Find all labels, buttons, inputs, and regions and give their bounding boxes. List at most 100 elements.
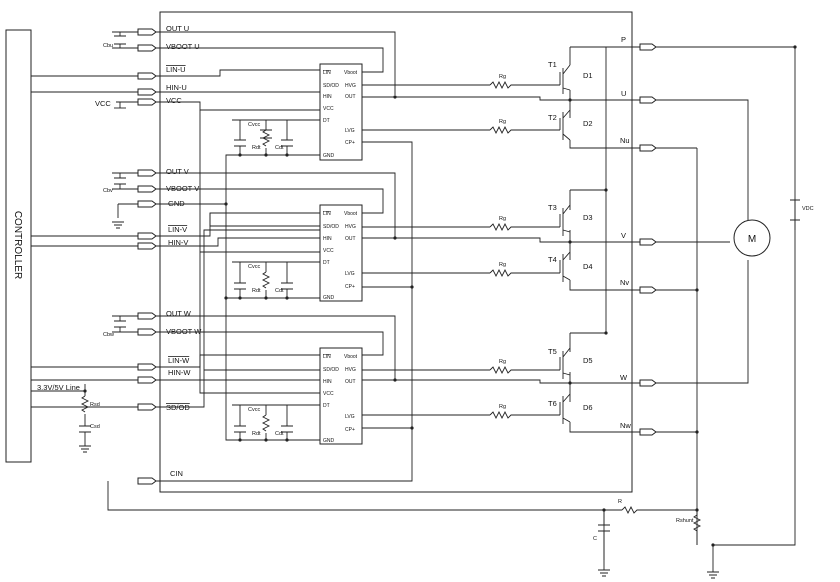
signal-gnd: GND bbox=[168, 199, 185, 208]
svg-text:LIN: LIN bbox=[323, 211, 331, 217]
label-cvcc-u: Cvcc bbox=[248, 122, 260, 128]
label-rg-4: Rg bbox=[499, 262, 506, 268]
connector-out-v bbox=[137, 169, 157, 177]
connector-lin-u bbox=[137, 72, 157, 80]
label-d1: D1 bbox=[583, 71, 593, 80]
svg-text:HIN: HIN bbox=[323, 94, 332, 100]
label-rdt-u: Rdt bbox=[252, 145, 261, 151]
label-vdc: VDC bbox=[802, 206, 814, 212]
gate-driver-w: LIN SD/OD HIN VCC DT GND Vboot HVG OUT L… bbox=[319, 347, 363, 445]
controller-block bbox=[5, 29, 32, 463]
svg-text:SD/OD: SD/OD bbox=[323, 224, 339, 230]
gate-driver-u: LIN SD/OD HIN VCC DT GND Vboot HVG OUT L… bbox=[319, 63, 363, 161]
label-cdt-u: Cdt bbox=[275, 145, 284, 151]
pin-w: W bbox=[620, 373, 628, 382]
connector-gnd bbox=[137, 200, 157, 208]
svg-text:OUT: OUT bbox=[345, 379, 356, 385]
connector-vcc bbox=[137, 98, 157, 106]
pin-p: P bbox=[621, 35, 626, 44]
connector-out-w bbox=[137, 312, 157, 320]
label-csd: Csd bbox=[90, 424, 100, 430]
svg-text:OUT: OUT bbox=[345, 236, 356, 242]
label-t3: T3 bbox=[548, 203, 557, 212]
signal-cin: CIN bbox=[170, 469, 183, 478]
label-33v-line: 3.3V/5V Line bbox=[37, 383, 80, 392]
svg-text:DT: DT bbox=[323, 403, 330, 409]
svg-text:DT: DT bbox=[323, 260, 330, 266]
junction-dots bbox=[83, 45, 797, 547]
signal-hin-v: HIN-V bbox=[168, 238, 188, 247]
motor-symbol bbox=[733, 219, 771, 257]
connector-cin bbox=[137, 477, 157, 485]
connector-vboot-v bbox=[137, 185, 157, 193]
svg-text:SD/OD: SD/OD bbox=[323, 367, 339, 373]
label-d5: D5 bbox=[583, 356, 593, 365]
svg-text:DT: DT bbox=[323, 118, 330, 124]
svg-text:HVG: HVG bbox=[345, 83, 356, 89]
svg-text:HIN: HIN bbox=[323, 236, 332, 242]
svg-text:LIN: LIN bbox=[323, 354, 331, 360]
label-cbw: Cbw bbox=[103, 332, 114, 338]
label-d2: D2 bbox=[583, 119, 593, 128]
connector-hin-v bbox=[137, 242, 157, 250]
signal-vcc: VCC bbox=[166, 96, 182, 105]
wiring bbox=[31, 31, 800, 570]
controller-label: CONTROLLER bbox=[12, 211, 23, 279]
ground-symbols bbox=[79, 221, 719, 579]
pin-v: V bbox=[621, 231, 626, 240]
pin-u: U bbox=[621, 89, 626, 98]
signal-sd-od: SD/OD bbox=[166, 403, 190, 412]
label-rdt-w: Rdt bbox=[252, 431, 261, 437]
signal-hin-u: HIN-U bbox=[166, 83, 187, 92]
label-rdt-v: Rdt bbox=[252, 288, 261, 294]
label-cbv: Cbv bbox=[103, 188, 113, 194]
label-cdt-v: Cdt bbox=[275, 288, 284, 294]
label-cbu: Cbu bbox=[103, 43, 113, 49]
svg-text:GND: GND bbox=[323, 438, 335, 444]
label-d4: D4 bbox=[583, 262, 593, 271]
label-t2: T2 bbox=[548, 113, 557, 122]
capacitors bbox=[79, 35, 610, 560]
connector-lin-w bbox=[137, 363, 157, 371]
label-t1: T1 bbox=[548, 60, 557, 69]
signal-hin-w: HIN-W bbox=[168, 368, 191, 377]
connector-out-u bbox=[137, 28, 157, 36]
svg-text:Vboot: Vboot bbox=[344, 70, 358, 76]
connector-vboot-w bbox=[137, 328, 157, 336]
svg-text:HVG: HVG bbox=[345, 224, 356, 230]
svg-text:GND: GND bbox=[323, 295, 335, 301]
svg-text:HIN: HIN bbox=[323, 379, 332, 385]
label-cvcc-w: Cvcc bbox=[248, 407, 260, 413]
label-t5: T5 bbox=[548, 347, 557, 356]
signal-lin-v: LIN-V bbox=[168, 225, 187, 234]
signal-out-u: OUT U bbox=[166, 24, 189, 33]
svg-text:SD/OD: SD/OD bbox=[323, 83, 339, 89]
svg-text:CP+: CP+ bbox=[345, 427, 355, 433]
output-connectors bbox=[639, 43, 657, 436]
svg-text:CP+: CP+ bbox=[345, 284, 355, 290]
svg-text:LIN: LIN bbox=[323, 70, 331, 76]
resistors bbox=[80, 80, 702, 545]
connector-sd-od bbox=[137, 403, 157, 411]
label-t4: T4 bbox=[548, 255, 557, 264]
svg-text:LVG: LVG bbox=[345, 271, 355, 277]
gate-driver-v: LIN SD/OD HIN VCC DT GND Vboot HVG OUT L… bbox=[319, 204, 363, 302]
connector-hin-u bbox=[137, 88, 157, 96]
connector-lin-v bbox=[137, 232, 157, 240]
svg-text:CP+: CP+ bbox=[345, 140, 355, 146]
svg-text:OUT: OUT bbox=[345, 94, 356, 100]
signal-out-w: OUT W bbox=[166, 309, 192, 318]
signal-lin-u: LIN-U bbox=[166, 65, 186, 74]
label-r: R bbox=[618, 499, 622, 505]
label-cdt-w: Cdt bbox=[275, 431, 284, 437]
pin-nw: Nw bbox=[620, 421, 631, 430]
label-rsd: Rsd bbox=[90, 402, 100, 408]
signal-vboot-v: VBOOT V bbox=[166, 184, 199, 193]
label-rg-2: Rg bbox=[499, 119, 506, 125]
label-c: C bbox=[593, 536, 597, 542]
transistor-symbols bbox=[559, 64, 571, 424]
svg-text:VCC: VCC bbox=[323, 248, 334, 254]
motor-label: M bbox=[748, 234, 756, 245]
connector-hin-w bbox=[137, 376, 157, 384]
